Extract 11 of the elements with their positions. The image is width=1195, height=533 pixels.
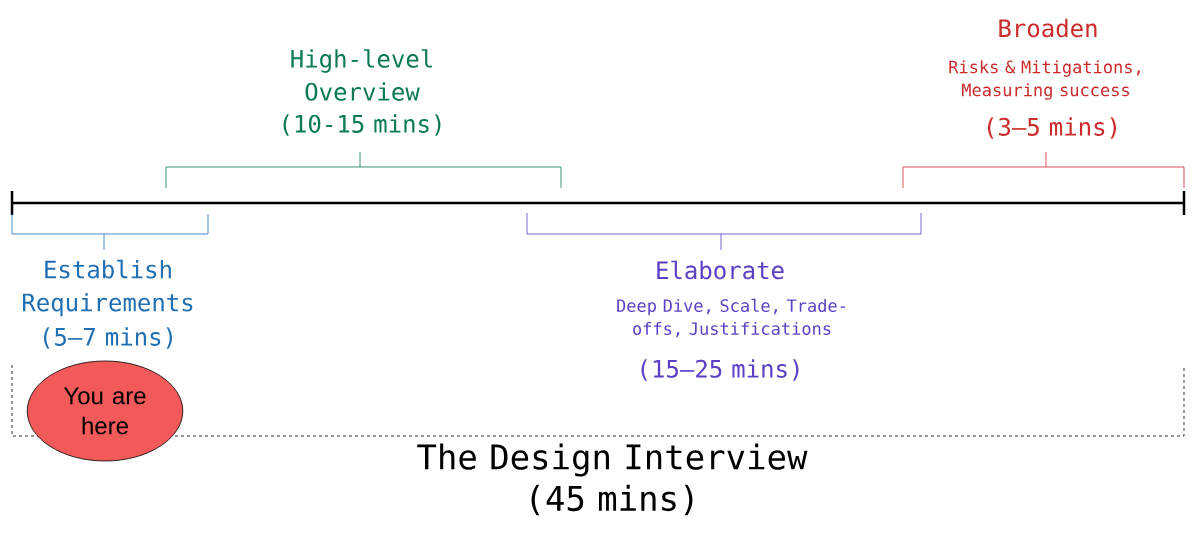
time-estimate: (15–25 mins) <box>641 359 799 381</box>
phase-title: Elaborate <box>657 260 784 280</box>
phase-title: High-level Overview <box>291 49 432 101</box>
phase-title: Establish Requirements <box>23 259 193 317</box>
time-estimate: (3–5 mins) <box>987 117 1116 139</box>
phase-description: Risks & Mitigations, Measuring success <box>949 60 1140 100</box>
phase-title: Broaden <box>999 18 1097 38</box>
time-estimate: (10-15 mins) <box>283 114 441 136</box>
phase-description: Deep Dive, Scale, Trade-offs, Justifications <box>617 298 845 338</box>
interview-label: The Design Interview <box>417 443 808 477</box>
duration-label: (45 mins) <box>531 484 693 516</box>
